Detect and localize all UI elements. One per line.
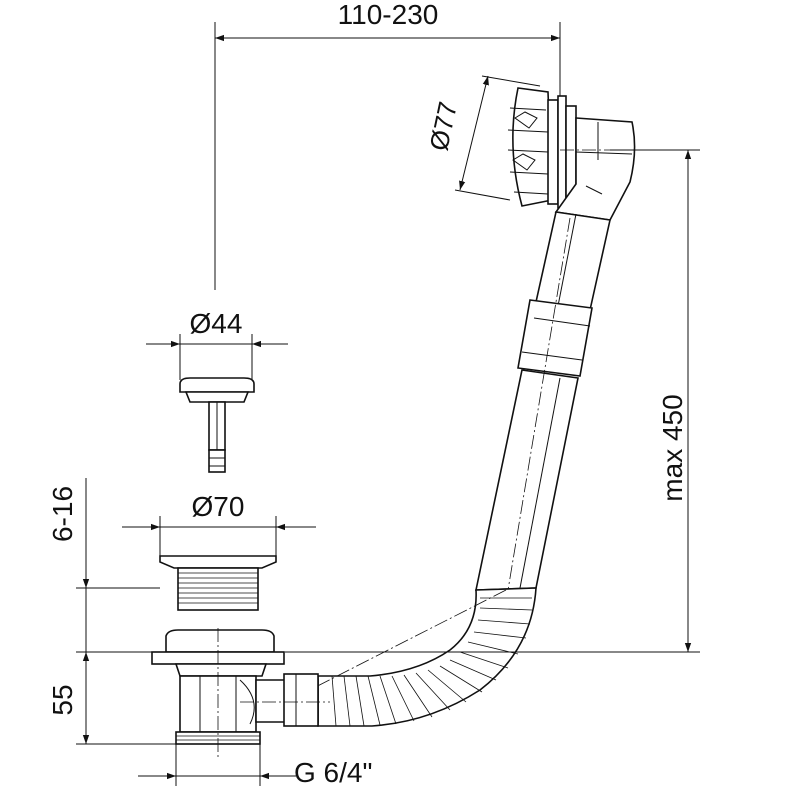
overflow-pipe-upper xyxy=(475,211,611,591)
waste-flange xyxy=(159,555,277,611)
overflow-head xyxy=(507,87,695,221)
flexible-hose xyxy=(289,587,537,727)
dimension-trap-height: 55 xyxy=(47,651,176,745)
dimension-waste-diameter-label: Ø70 xyxy=(192,491,245,522)
dimension-thickness: 6-16 xyxy=(47,478,160,688)
dimension-thread: G 6/4" xyxy=(138,744,372,788)
waste-body xyxy=(151,628,330,760)
dimension-height: max 450 xyxy=(285,149,700,653)
plug-stopper xyxy=(179,377,255,473)
dimension-length-label: 110-230 xyxy=(338,0,439,30)
dimension-waste-diameter: Ø70 xyxy=(122,491,316,556)
dimension-thickness-label: 6-16 xyxy=(47,486,78,542)
dimension-overflow-diameter-label: Ø77 xyxy=(423,99,463,153)
dimension-trap-height-label: 55 xyxy=(47,684,78,715)
dimension-plug-diameter: Ø44 xyxy=(146,308,288,380)
dimension-thread-label: G 6/4" xyxy=(294,757,372,788)
dimension-height-label: max 450 xyxy=(657,394,688,501)
dimension-length: 110-230 xyxy=(214,0,561,290)
dimension-plug-diameter-label: Ø44 xyxy=(190,308,243,339)
